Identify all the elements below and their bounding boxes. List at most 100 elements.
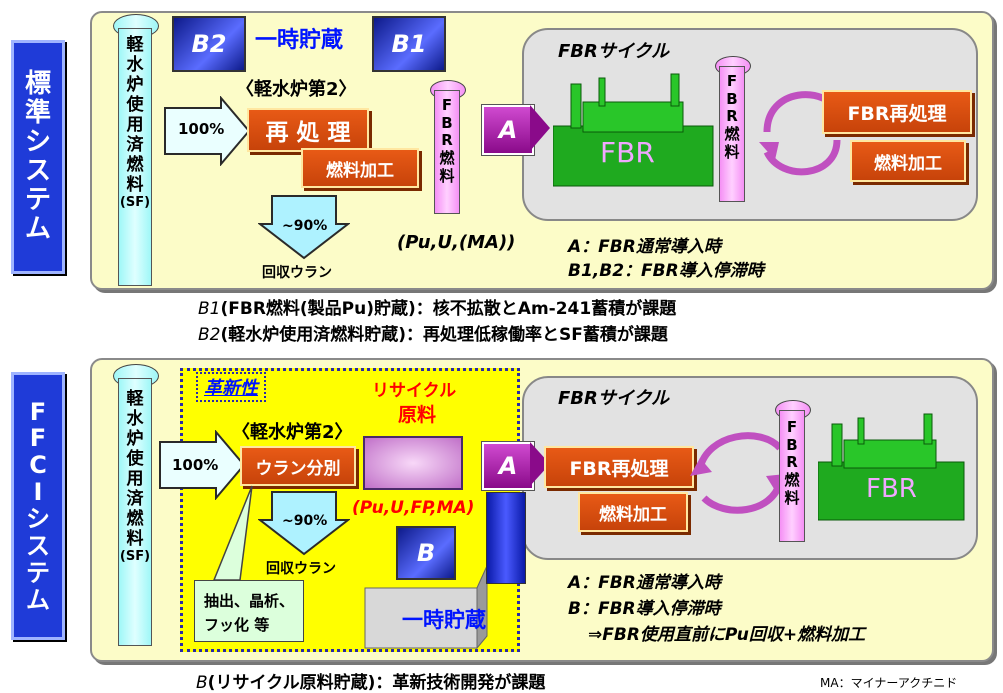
methods-callout <box>194 580 304 642</box>
issue-b1-head: B1 <box>198 299 221 319</box>
lwr-spent-fuel-column-top: 軽水炉使用済燃料(SF) <box>118 28 152 286</box>
lwr-char-bottom-1: 水 <box>126 409 144 430</box>
issue-b1-text: (FBR燃料(製品Pu)貯蔵)：核不拡散とAm-241蓄積が課題 <box>220 299 677 319</box>
lwr-char-bottom-5: 済 <box>126 489 144 510</box>
fbr-fuel-char-top-2: R <box>441 131 453 150</box>
issue-b-text: (リサイクル原料貯蔵)：革新技術開発が課題 <box>207 673 546 693</box>
fbr-fuel-char-top-4: 料 <box>439 166 455 185</box>
a-arrow-tip-bottom <box>530 442 550 486</box>
lwr-char-bottom-0: 軽 <box>126 389 144 409</box>
side-label-standard-system: 標準システム <box>11 40 65 274</box>
side-label-char-top-1: 準 <box>24 97 51 128</box>
pct90-bottom: ~90% <box>282 513 328 529</box>
fbr-fuel-char-top2-3: 燃 <box>724 125 740 144</box>
note-b-bottom: B：FBR導入停滞時 <box>568 599 721 619</box>
lwr-char-top-1: 水 <box>126 55 144 76</box>
recycle-material-line-1: リサイクル <box>372 381 457 401</box>
lwr-char-top-7: 料 <box>126 175 144 196</box>
lwr-char-top-8: (SF) <box>119 195 151 211</box>
side-label-char-bottom-4: シ <box>26 505 50 533</box>
fbr-fuel-fab-box-bottom: 燃料加工 <box>578 492 688 532</box>
lwr-char-bottom-7: 料 <box>126 529 144 550</box>
note-b-top: B1,B2：FBR導入停滞時 <box>568 261 764 281</box>
lwr-second-label-top: 〈軽水炉第2〉 <box>236 79 357 100</box>
fbr-fuel-char-bottom-1: B <box>786 435 798 454</box>
recycle-material-block <box>363 436 463 490</box>
fbr-fuel-char-bottom-2: R <box>786 453 798 472</box>
side-label-char-bottom-2: C <box>29 451 47 480</box>
arrow-90-top <box>258 195 350 260</box>
recycle-material-line-2: 原料 <box>398 404 437 426</box>
reprocess-box-top: 再 処 理 <box>247 108 369 152</box>
footnote-ma: MA：マイナーアクチニド <box>820 676 958 690</box>
methods-line-2: フッ化 等 <box>204 616 270 634</box>
side-label-char-top-5: ム <box>24 214 51 245</box>
fbr-cycle-title-top: FBRサイクル <box>558 41 669 62</box>
issue-b: B(リサイクル原料貯蔵)：革新技術開発が課題 <box>196 668 545 693</box>
temp-storage-shape <box>364 565 488 650</box>
b1-block: B1 <box>372 16 446 72</box>
u-separation-box: ウラン分別 <box>240 446 356 486</box>
fbr-fuel-fab-box-top: 燃料加工 <box>850 140 966 182</box>
fbr-fuel-char-top-0: F <box>441 96 453 114</box>
temp-storage-label-bottom: 一時貯蔵 <box>402 608 486 632</box>
note-a-bottom: A：FBR通常導入時 <box>568 573 721 593</box>
issue-b-head: B <box>196 673 208 693</box>
side-label-char-top-3: ス <box>24 156 51 186</box>
note-c-bottom: ⇒FBR使用直前にPu回収+燃料加工 <box>588 625 866 645</box>
side-label-char-bottom-0: F <box>29 397 47 426</box>
lwr-char-bottom-2: 炉 <box>126 429 144 450</box>
pct100-top: 100% <box>178 120 225 138</box>
a-block-bottom: A <box>482 442 534 490</box>
innovation-label: 革新性 <box>196 372 266 402</box>
lwr-char-top-5: 済 <box>126 135 144 156</box>
side-label-char-bottom-5: ス <box>26 531 50 560</box>
side-label-char-top-4: テ <box>24 185 51 216</box>
a-block-top: A <box>482 105 534 155</box>
lwr-char-bottom-8: (SF) <box>119 549 151 565</box>
a-arrow-tip-top <box>530 105 550 151</box>
storage-cylinder <box>486 492 526 584</box>
arrow-100-top <box>164 96 251 166</box>
recovered-u-bottom: 回収ウラン <box>266 561 336 577</box>
arrow-100-bottom <box>159 430 246 500</box>
side-label-char-bottom-7: ム <box>26 585 50 614</box>
fuel-fab-box-top: 燃料加工 <box>301 148 419 188</box>
methods-line-1: 抽出、晶析、 <box>204 592 295 610</box>
fbr-fuel-char-top-3: 燃 <box>439 149 455 168</box>
lwr-char-bottom-4: 用 <box>126 469 144 490</box>
side-label-char-bottom-3: I <box>33 478 43 507</box>
fbr-label-bottom: FBR <box>866 474 917 504</box>
lwr-char-bottom-3: 使 <box>126 449 144 470</box>
fbr-fuel-char-top-1: B <box>441 113 453 132</box>
fbr-fuel-char-bottom-4: 料 <box>784 488 800 507</box>
lwr-char-top-4: 用 <box>126 115 144 136</box>
lwr-char-top-6: 燃 <box>126 155 144 176</box>
side-label-char-top-2: シ <box>24 126 51 157</box>
note-a-top: A：FBR通常導入時 <box>568 237 721 257</box>
composition-bottom: (Pu,U,FP,MA) <box>352 498 475 518</box>
issue-b1: B1(FBR燃料(製品Pu)貯蔵)：核不拡散とAm-241蓄積が課題 <box>198 294 676 319</box>
arrow-90-bottom <box>258 491 350 556</box>
recycle-arrows-bottom <box>690 432 786 514</box>
issue-b2-text: (軽水炉使用済燃料貯蔵)：再処理低稼働率とSF蓄積が課題 <box>220 325 668 345</box>
b-block: B <box>396 526 456 580</box>
side-label-char-top-0: 標 <box>24 68 51 99</box>
lwr-char-top-3: 使 <box>126 95 144 116</box>
issue-b2-head: B2 <box>198 325 221 345</box>
fbr-cycle-title-bottom: FBRサイクル <box>558 388 669 409</box>
issue-b2: B2(軽水炉使用済燃料貯蔵)：再処理低稼働率とSF蓄積が課題 <box>198 320 668 345</box>
lwr-char-top-0: 軽 <box>126 35 144 55</box>
lwr-char-bottom-6: 燃 <box>126 509 144 530</box>
callout-pointer <box>212 485 253 581</box>
fbr-reprocess-box-top: FBR再処理 <box>822 90 972 134</box>
composition-top: (Pu,U,(MA)) <box>397 232 516 253</box>
fbr-fuel-char-top2-0: F <box>726 72 738 90</box>
pct100-bottom: 100% <box>172 456 219 474</box>
fbr-fuel-char-bottom-0: F <box>786 418 798 436</box>
side-label-char-bottom-6: テ <box>26 558 50 587</box>
